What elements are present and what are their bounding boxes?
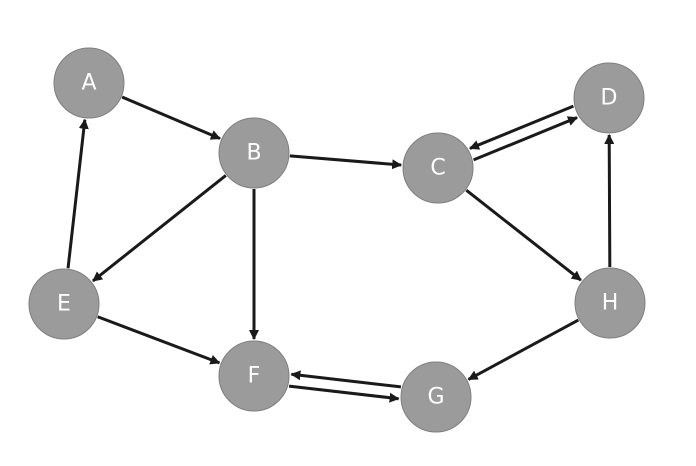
node-circle-c	[402, 132, 474, 204]
edge-h-to-g	[467, 318, 580, 381]
node-e: E	[28, 268, 100, 340]
node-label-f: F	[248, 364, 261, 389]
nodes-layer: A B C D E F G H	[28, 47, 646, 433]
node-h: H	[574, 267, 646, 339]
node-a: A	[53, 47, 125, 119]
node-label-e: E	[57, 292, 71, 317]
edge-c-to-d	[473, 116, 578, 162]
node-label-h: H	[602, 291, 619, 316]
node-b: B	[218, 117, 290, 189]
edges-layer	[66, 95, 615, 403]
node-circle-g	[400, 361, 472, 433]
node-label-c: C	[430, 156, 445, 181]
node-d: D	[573, 62, 645, 134]
edge-a-to-b	[121, 95, 221, 140]
edge-e-to-a	[66, 118, 89, 269]
edge-b-to-c	[289, 154, 403, 170]
edge-h-to-d	[604, 133, 615, 268]
node-label-d: D	[601, 86, 618, 111]
node-c: C	[402, 132, 474, 204]
node-f: F	[218, 340, 290, 412]
node-circle-e	[28, 268, 100, 340]
edge-b-to-e	[92, 174, 227, 283]
edge-c-to-h	[465, 189, 582, 282]
node-circle-f	[218, 340, 290, 412]
node-label-g: G	[427, 385, 444, 410]
node-circle-a	[53, 47, 125, 119]
node-circle-b	[218, 117, 290, 189]
node-circle-d	[573, 62, 645, 134]
node-label-b: B	[246, 141, 261, 166]
edge-e-to-f	[97, 315, 221, 365]
node-g: G	[400, 361, 472, 433]
edge-d-to-c	[469, 104, 574, 150]
edge-g-to-f	[290, 370, 402, 389]
edge-f-to-g	[288, 384, 400, 403]
node-label-a: A	[81, 71, 96, 96]
node-circle-h	[574, 267, 646, 339]
